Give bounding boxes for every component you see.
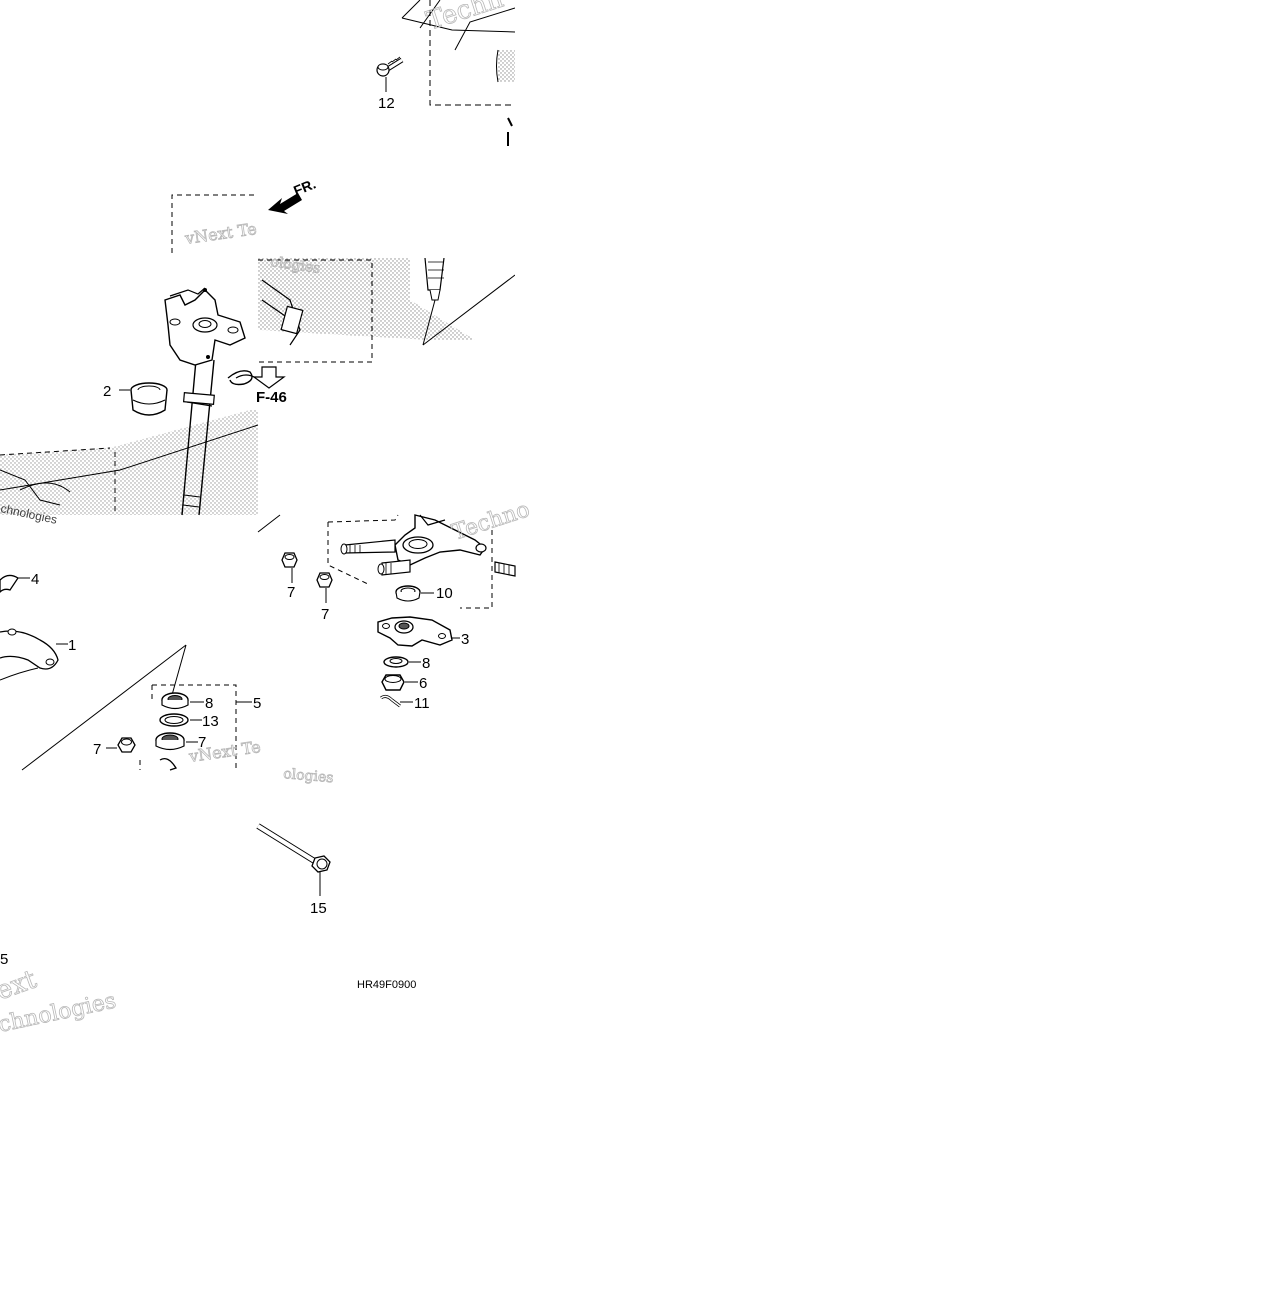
callout-11: 10 [436, 585, 453, 602]
callout-7: 7 [287, 584, 295, 601]
pitman-arm-3 [377, 616, 460, 647]
bearing-9 [155, 732, 198, 751]
nut-7c [106, 737, 136, 753]
watermark-text: ologies [283, 766, 334, 786]
callout-13: 13 [202, 713, 219, 730]
callout-10: 8 [205, 695, 213, 712]
holder-1 [0, 628, 68, 681]
callout-15: 15 [310, 900, 327, 917]
watermark-text: vNext Te [183, 219, 258, 248]
callout-2: 2 [103, 383, 111, 400]
washer-8 [383, 656, 421, 668]
frame-section-upper-right [258, 258, 515, 363]
watermark-text: ext [0, 964, 41, 1006]
callout-8: 8 [422, 655, 430, 672]
seal-11 [395, 585, 434, 602]
reference-label: F-46 [256, 389, 287, 406]
watermark-text: Techno [449, 497, 533, 545]
frame-edge [257, 514, 281, 533]
callout-7: 7 [321, 606, 329, 623]
bolt-14 [376, 56, 404, 92]
callout-5: 5 [253, 695, 261, 712]
direction-label: FR. [291, 175, 318, 198]
callout-9: 7 [198, 734, 206, 751]
watermark-text: ologies [269, 254, 321, 277]
bearing-10 [161, 692, 204, 710]
nut-7b [316, 572, 333, 603]
cotter-pin-12 [380, 694, 413, 708]
leader-line [171, 644, 187, 696]
callout-3: 3 [461, 631, 469, 648]
bolt-15 [256, 823, 331, 896]
labels: FR. F-46 12 2 4 1 8 13 7 5 7 7 7 10 3 8 … [0, 95, 469, 991]
callout-14: 12 [378, 95, 395, 112]
leader-line [21, 644, 187, 771]
mount-bracket-4 [0, 574, 30, 593]
direction-arrow [268, 193, 302, 214]
pitman-arm-fragment [159, 757, 177, 771]
seal-13 [159, 713, 202, 727]
frame-section-top [401, 0, 515, 146]
seal-2 [119, 382, 168, 416]
callout-7: 7 [93, 741, 101, 758]
edge-fragment-label: 5 [0, 951, 8, 968]
diagram-code: HR49F0900 [357, 979, 416, 991]
reference-arrow [252, 366, 286, 389]
steering-column-assembly [0, 194, 259, 516]
callout-1: 1 [68, 637, 76, 654]
watermark: vNext Te Techn ologies ext chnologies vN… [0, 0, 533, 1038]
callout-4: 4 [31, 571, 39, 588]
nut-6 [381, 674, 418, 691]
callout-12: 11 [414, 695, 430, 712]
nut-7a [281, 552, 298, 583]
steering-arm-assembly [327, 514, 516, 609]
callout-6: 6 [419, 675, 427, 692]
assembly-box-5 [139, 684, 237, 770]
